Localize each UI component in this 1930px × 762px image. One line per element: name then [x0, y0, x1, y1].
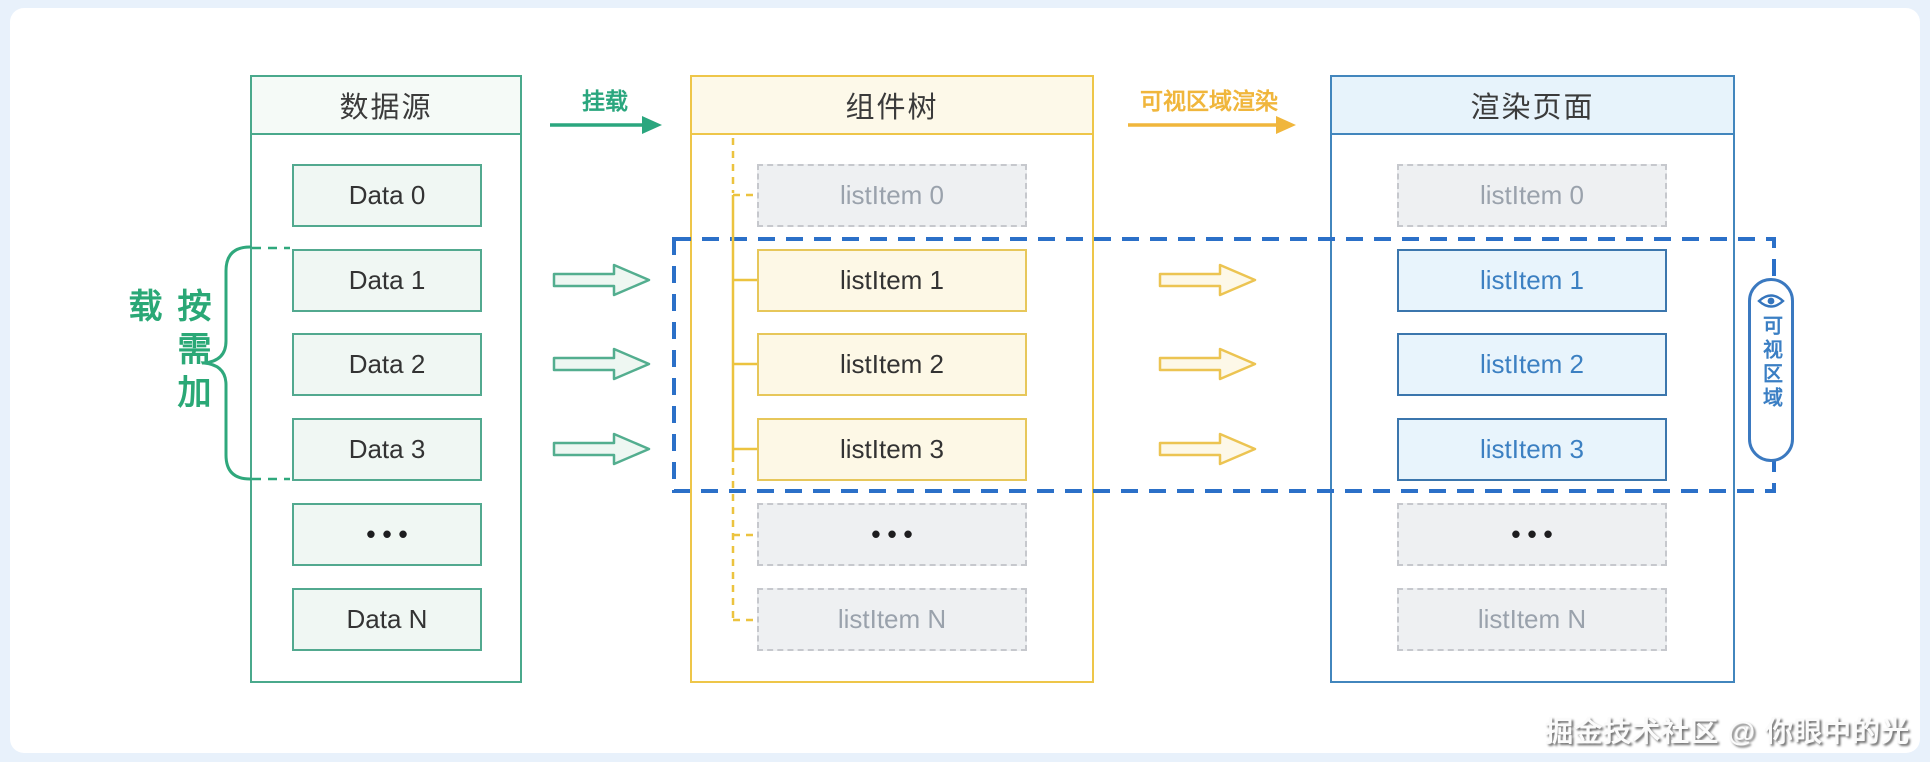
- data-item-ellipsis: •••: [292, 503, 482, 566]
- data-source-header: 数据源: [252, 77, 520, 135]
- tree-item-n: listItem N: [757, 588, 1027, 651]
- viewport-badge-label: 可视区域: [1759, 315, 1782, 411]
- page-item-3: listItem 3: [1397, 418, 1667, 481]
- data-item-3: Data 3: [292, 418, 482, 481]
- page-item-n: listItem N: [1397, 588, 1667, 651]
- render-page-panel: 渲染页面 listItem 0 listItem 1 listItem 2 li…: [1330, 75, 1735, 683]
- page-item-1: listItem 1: [1397, 249, 1667, 312]
- visible-area-render-label: 可视区域渲染: [1140, 88, 1278, 114]
- data-item-2: Data 2: [292, 333, 482, 396]
- data-item-n: Data N: [292, 588, 482, 651]
- data-item-1: Data 1: [292, 249, 482, 312]
- data-source-panel: 数据源 Data 0 Data 1 Data 2 Data 3 ••• Data…: [250, 75, 522, 683]
- on-demand-load-label: 按需加载: [123, 288, 210, 417]
- tree-item-0: listItem 0: [757, 164, 1027, 227]
- page-item-2: listItem 2: [1397, 333, 1667, 396]
- tree-item-ellipsis: •••: [757, 503, 1027, 566]
- component-tree-header: 组件树: [692, 77, 1092, 135]
- tree-item-2: listItem 2: [757, 333, 1027, 396]
- watermark: 掘金技术社区 @ 你眼中的光: [1545, 716, 1910, 747]
- eye-icon: [1757, 294, 1785, 308]
- component-tree-panel: 组件树 listItem 0 listItem 1 listItem 2 lis…: [690, 75, 1094, 683]
- render-page-header: 渲染页面: [1332, 77, 1733, 135]
- mount-arrow-label: 挂载: [582, 88, 628, 114]
- data-item-0: Data 0: [292, 164, 482, 227]
- page-item-ellipsis: •••: [1397, 503, 1667, 566]
- tree-item-3: listItem 3: [757, 418, 1027, 481]
- page-item-0: listItem 0: [1397, 164, 1667, 227]
- tree-item-1: listItem 1: [757, 249, 1027, 312]
- viewport-badge: 可视区域: [1748, 278, 1794, 462]
